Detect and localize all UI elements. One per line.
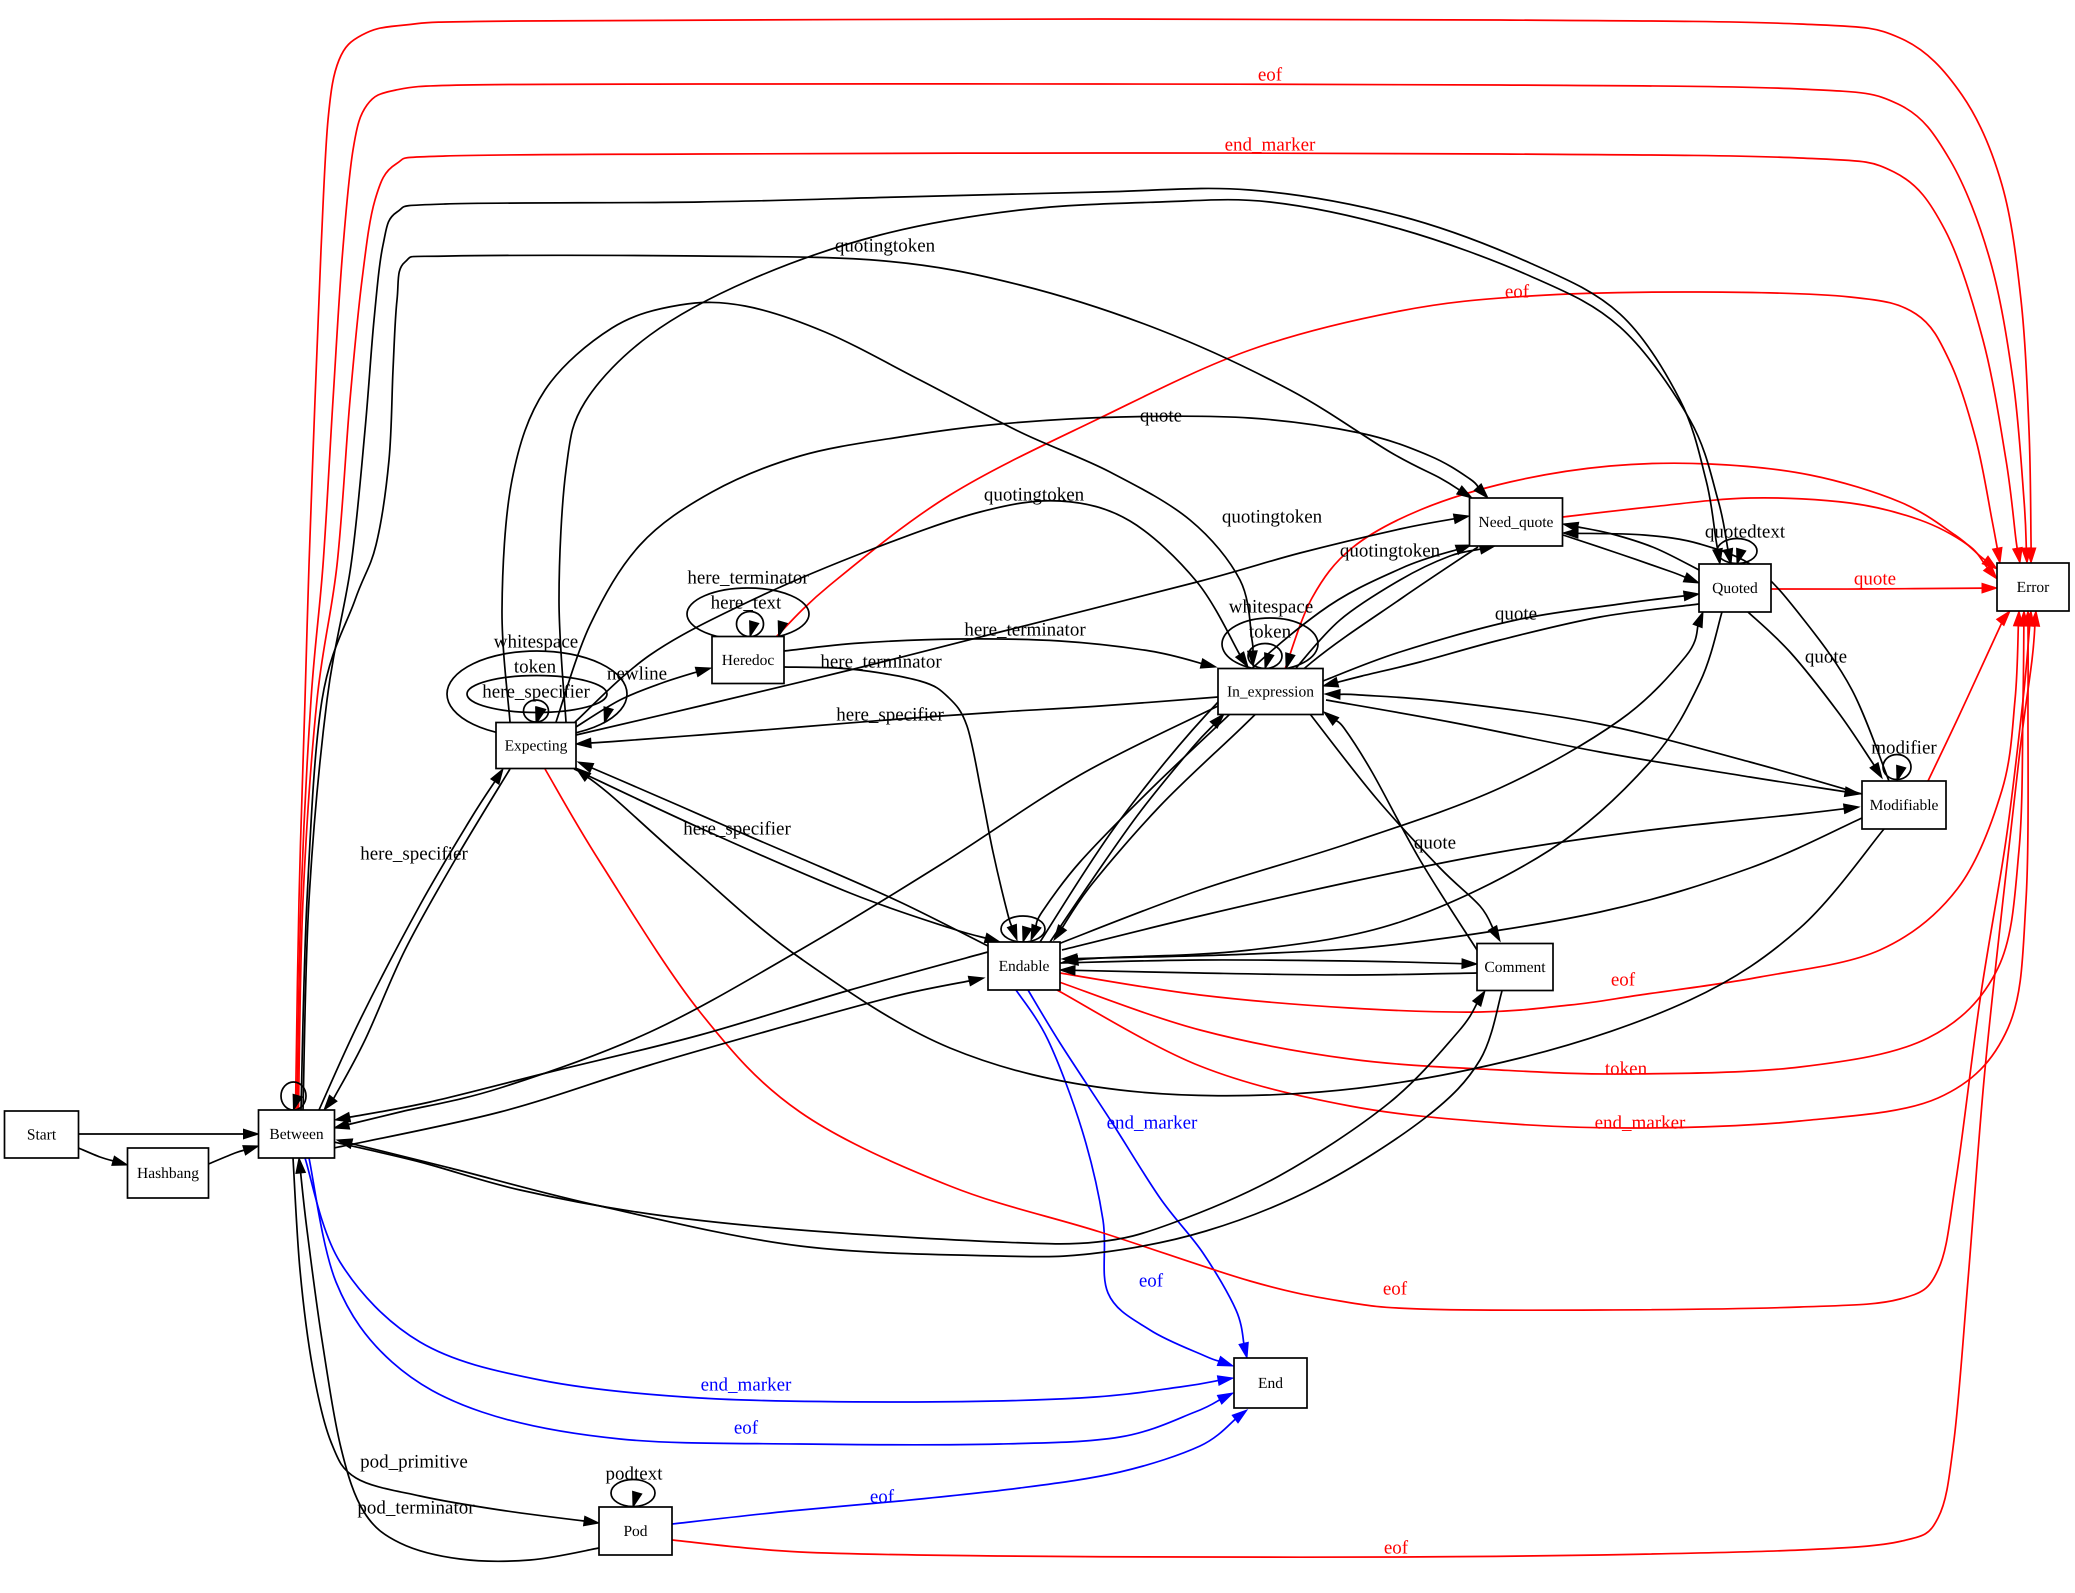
svg-text:eof: eof (1383, 1279, 1408, 1300)
svg-text:quotingtoken: quotingtoken (984, 485, 1085, 506)
svg-text:Need_quote: Need_quote (1479, 514, 1554, 531)
svg-text:token: token (1249, 622, 1292, 643)
svg-text:Error: Error (2017, 579, 2051, 596)
svg-text:podtext: podtext (606, 1464, 664, 1485)
svg-text:quotingtoken: quotingtoken (835, 236, 936, 257)
svg-text:pod_primitive: pod_primitive (360, 1452, 468, 1473)
svg-text:token: token (514, 657, 557, 678)
svg-text:quote: quote (1495, 604, 1537, 625)
svg-text:quotingtoken: quotingtoken (1222, 507, 1323, 528)
svg-text:Hashbang: Hashbang (137, 1165, 199, 1182)
svg-text:eof: eof (1139, 1271, 1164, 1292)
svg-text:quotedtext: quotedtext (1705, 522, 1786, 543)
svg-text:newline: newline (607, 664, 667, 685)
svg-text:eof: eof (1258, 65, 1283, 86)
svg-text:eof: eof (734, 1418, 759, 1439)
svg-text:here_specifier: here_specifier (360, 844, 468, 865)
svg-text:Quoted: Quoted (1712, 580, 1758, 597)
svg-text:here_specifier: here_specifier (482, 682, 590, 703)
svg-text:Start: Start (27, 1127, 57, 1144)
svg-text:end_marker: end_marker (701, 1375, 792, 1396)
svg-text:End: End (1258, 1375, 1283, 1392)
svg-text:here_terminator: here_terminator (820, 652, 942, 673)
svg-text:In_expression: In_expression (1227, 684, 1314, 701)
svg-text:quote: quote (1854, 569, 1896, 590)
svg-text:end_marker: end_marker (1225, 135, 1316, 156)
svg-text:here_text: here_text (711, 593, 782, 614)
svg-text:Endable: Endable (999, 958, 1050, 975)
svg-text:Modifiable: Modifiable (1870, 797, 1939, 814)
svg-text:Pod: Pod (623, 1523, 647, 1540)
svg-text:here_terminator: here_terminator (964, 620, 1086, 641)
svg-text:Between: Between (269, 1126, 323, 1143)
svg-text:quotingtoken: quotingtoken (1340, 541, 1441, 562)
svg-text:quote: quote (1414, 833, 1456, 854)
svg-text:quote: quote (1805, 647, 1847, 668)
svg-text:Comment: Comment (1484, 959, 1546, 976)
svg-text:eof: eof (1384, 1538, 1409, 1559)
svg-text:modifier: modifier (1871, 738, 1937, 759)
svg-text:token: token (1605, 1059, 1648, 1080)
svg-text:eof: eof (1611, 970, 1636, 991)
svg-text:here_terminator: here_terminator (687, 568, 809, 589)
svg-text:eof: eof (1505, 282, 1530, 303)
svg-text:here_specifier: here_specifier (683, 819, 791, 840)
svg-text:Heredoc: Heredoc (722, 652, 775, 669)
svg-text:end_marker: end_marker (1595, 1113, 1686, 1134)
svg-text:quote: quote (1140, 406, 1182, 427)
svg-text:eof: eof (870, 1487, 895, 1508)
svg-text:Expecting: Expecting (505, 738, 568, 755)
svg-text:pod_terminator: pod_terminator (357, 1498, 475, 1519)
svg-text:whitespace: whitespace (1229, 597, 1313, 618)
svg-text:here_specifier: here_specifier (836, 705, 944, 726)
svg-text:whitespace: whitespace (494, 632, 578, 653)
svg-text:end_marker: end_marker (1107, 1113, 1198, 1134)
